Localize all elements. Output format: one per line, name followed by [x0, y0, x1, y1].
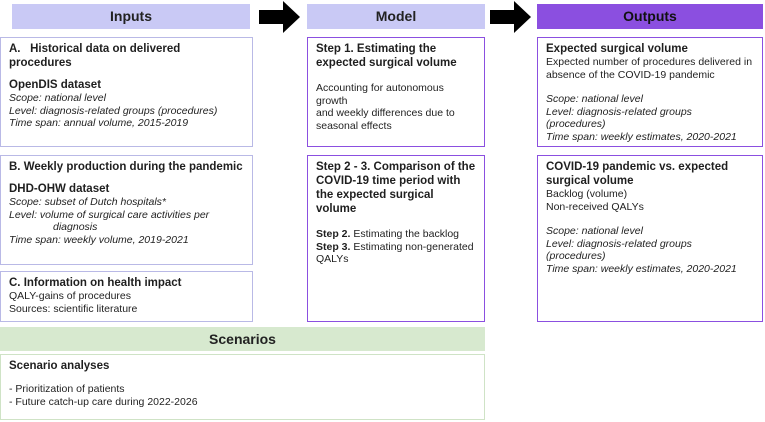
output-expected-body-cont: absence of the COVID-19 pandemic	[546, 68, 715, 81]
model-step3-line: Step 3. Estimating non-generated	[316, 241, 476, 254]
model-step1-body-cont: and weekly differences due to	[316, 107, 455, 120]
output-expected-box: Expected surgical volume Expected number…	[537, 37, 763, 147]
model-step2-label: Step 2.	[316, 228, 351, 240]
input-a-box: A. Historical data on delivered procedur…	[0, 37, 253, 147]
outputs-header: Outputs	[537, 4, 763, 29]
output-comparison-scope: Scope: national level	[546, 225, 643, 238]
model-step2-line: Step 2. Estimating the backlog	[316, 228, 476, 241]
input-a-level: Level: diagnosis-related groups (procedu…	[9, 104, 218, 117]
input-a-dataset: OpenDIS dataset	[9, 79, 102, 91]
output-expected-body: Expected number of procedures delivered …	[546, 56, 753, 68]
input-b-box: B. Weekly production during the pandemic…	[0, 155, 253, 265]
output-comparison-span: Time span: weekly estimates, 2020-2021	[546, 262, 737, 275]
input-c-box: C. Information on health impact QALY-gai…	[0, 271, 253, 322]
output-expected-title: Expected surgical volume	[546, 43, 688, 55]
output-expected-level: Level: diagnosis-related groups (procedu…	[546, 105, 692, 131]
model-step23-title-end: the expected surgical volume	[316, 189, 434, 215]
scenario-box: Scenario analyses - Prioritization of pa…	[0, 354, 485, 420]
model-step1-body-end: seasonal effects	[316, 119, 392, 132]
inputs-header: Inputs	[12, 4, 250, 29]
input-a-title: A. Historical data on delivered procedur…	[9, 43, 181, 69]
input-b-level-cont: diagnosis	[53, 221, 98, 234]
input-c-line2: Sources: scientific literature	[9, 302, 138, 315]
output-comparison-line2: Non-received QALYs	[546, 200, 644, 213]
input-a-scope: Scope: national level	[9, 92, 106, 104]
model-step1-box: Step 1. Estimating the expected surgical…	[307, 37, 485, 147]
scenarios-header: Scenarios	[0, 327, 485, 351]
model-step23-title: Step 2 - 3. Comparison of the	[316, 161, 476, 173]
input-b-scope: Scope: subset of Dutch hospitals*	[9, 196, 167, 208]
arrow-right-icon	[259, 1, 300, 33]
scenario-item-1: - Prioritization of patients	[9, 383, 125, 395]
input-a-span: Time span: annual volume, 2015-2019	[9, 117, 189, 130]
input-c-title: C. Information on health impact	[9, 277, 182, 289]
model-step1-body: Accounting for autonomous growth	[316, 82, 444, 107]
model-step23-title-cont: COVID-19 time period with	[316, 175, 461, 187]
input-b-span: Time span: weekly volume, 2019-2021	[9, 233, 189, 246]
input-b-dataset: DHD-OHW dataset	[9, 183, 110, 195]
output-comparison-title: COVID-19 pandemic vs. expected	[546, 161, 729, 173]
model-header: Model	[307, 4, 485, 29]
output-expected-span: Time span: weekly estimates, 2020-2021	[546, 130, 737, 143]
arrow-right-icon	[490, 1, 531, 33]
output-comparison-level: Level: diagnosis-related groups (procedu…	[546, 237, 692, 263]
model-step1-title: Step 1. Estimating the	[316, 43, 437, 55]
input-c-line1: QALY-gains of procedures	[9, 290, 131, 302]
output-comparison-line1: Backlog (volume)	[546, 188, 628, 200]
model-step2-text: Estimating the backlog	[350, 228, 459, 240]
model-step3-label: Step 3.	[316, 240, 351, 253]
input-b-level: Level: volume of surgical care activitie…	[9, 208, 210, 221]
scenario-title: Scenario analyses	[9, 360, 110, 372]
input-b-title: B. Weekly production during the pandemic	[9, 161, 243, 173]
model-step1-title-cont: expected surgical volume	[316, 57, 457, 69]
scenario-item-2: - Future catch-up care during 2022-2026	[9, 395, 198, 408]
model-step3-text-cont: QALYs	[316, 253, 349, 266]
model-step23-box: Step 2 - 3. Comparison of the COVID-19 t…	[307, 155, 485, 322]
output-expected-scope: Scope: national level	[546, 93, 643, 106]
model-step3-text: Estimating non-generated	[350, 240, 474, 253]
output-comparison-box: COVID-19 pandemic vs. expected surgical …	[537, 155, 763, 322]
output-comparison-title-cont: surgical volume	[546, 175, 634, 187]
